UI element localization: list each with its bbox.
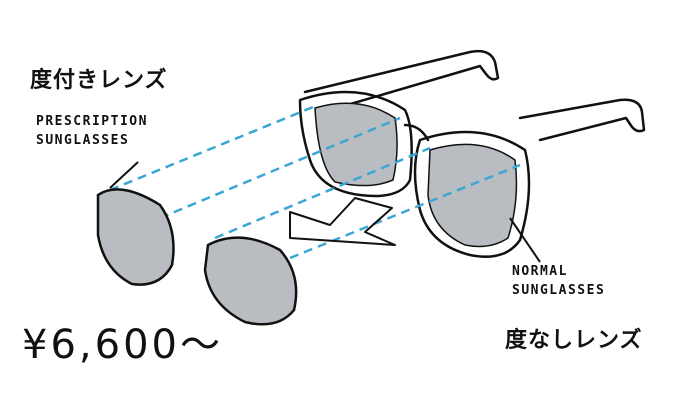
normal-en-line1: NORMAL: [512, 264, 568, 279]
price-label: ¥6,600～: [22, 322, 223, 368]
right-frame-lens: [427, 143, 518, 248]
normal-lens: [203, 236, 298, 326]
prescription-lens: [96, 188, 175, 286]
left-temple: [303, 49, 500, 112]
left-frame-lens: [314, 102, 398, 187]
normal-en-line2: SUNGLASSES: [512, 283, 606, 298]
right-temple: [518, 98, 646, 142]
frame: [298, 90, 413, 198]
normal-jp-label: 度なしレンズ: [505, 328, 643, 353]
prescription-jp-label: 度付きレンズ: [30, 68, 168, 93]
prescription-en-line2: SUNGLASSES: [36, 133, 130, 148]
normal-en-label: NORMAL SUNGLASSES: [512, 262, 605, 300]
prescription-en-line1: PRESCRIPTION: [36, 114, 148, 129]
prescription-en-label: PRESCRIPTION SUNGLASSES: [36, 112, 148, 150]
arrow-icon: [289, 197, 396, 246]
